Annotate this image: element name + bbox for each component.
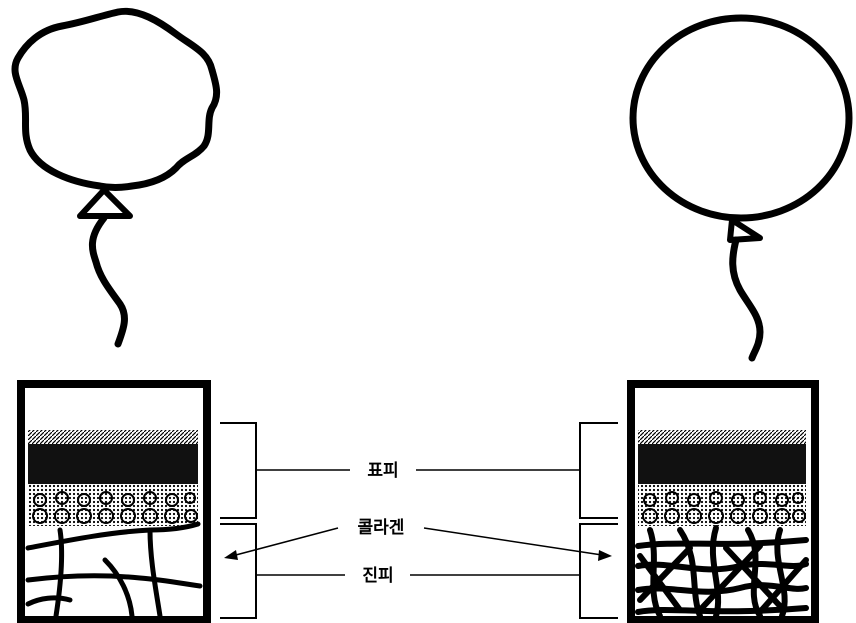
- inflated-balloon: [629, 14, 853, 362]
- inflated-balloon-body: [629, 14, 853, 222]
- deflated-balloon-body: [11, 7, 221, 191]
- deflated-balloon-string: [89, 214, 128, 348]
- collagen-fibers-dense: [635, 525, 809, 619]
- epidermis-dark-layer: [28, 444, 198, 484]
- skin-section-left: [17, 380, 211, 623]
- collagen-arrow-left: [224, 527, 339, 560]
- deflated-balloon-knot: [77, 187, 133, 219]
- skin-section-right: [627, 380, 819, 623]
- epidermis-top-layer: [28, 430, 198, 444]
- collagen-arrow-right: [423, 527, 612, 561]
- epidermis-dark-layer: [638, 444, 806, 484]
- skin-frame-right: [627, 380, 819, 623]
- bracket-right-dermis: [579, 523, 618, 619]
- skin-frame-left: [17, 380, 211, 623]
- inflated-balloon-knot: [727, 217, 763, 243]
- inflated-balloon-string: [729, 236, 764, 362]
- deflated-balloon: [11, 7, 221, 348]
- epidermis-cells: [32, 491, 198, 524]
- bracket-left-epidermis: [220, 422, 257, 519]
- label-epidermis: 표피: [367, 461, 398, 481]
- collagen-fibers-sparse: [25, 521, 203, 619]
- label-dermis: 진피: [362, 566, 393, 586]
- bracket-left-dermis: [220, 523, 257, 619]
- label-collagen: 콜라겐: [358, 518, 405, 538]
- epidermis-top-layer: [638, 430, 806, 444]
- bracket-right-epidermis: [579, 422, 618, 519]
- epidermis-cells: [642, 491, 806, 524]
